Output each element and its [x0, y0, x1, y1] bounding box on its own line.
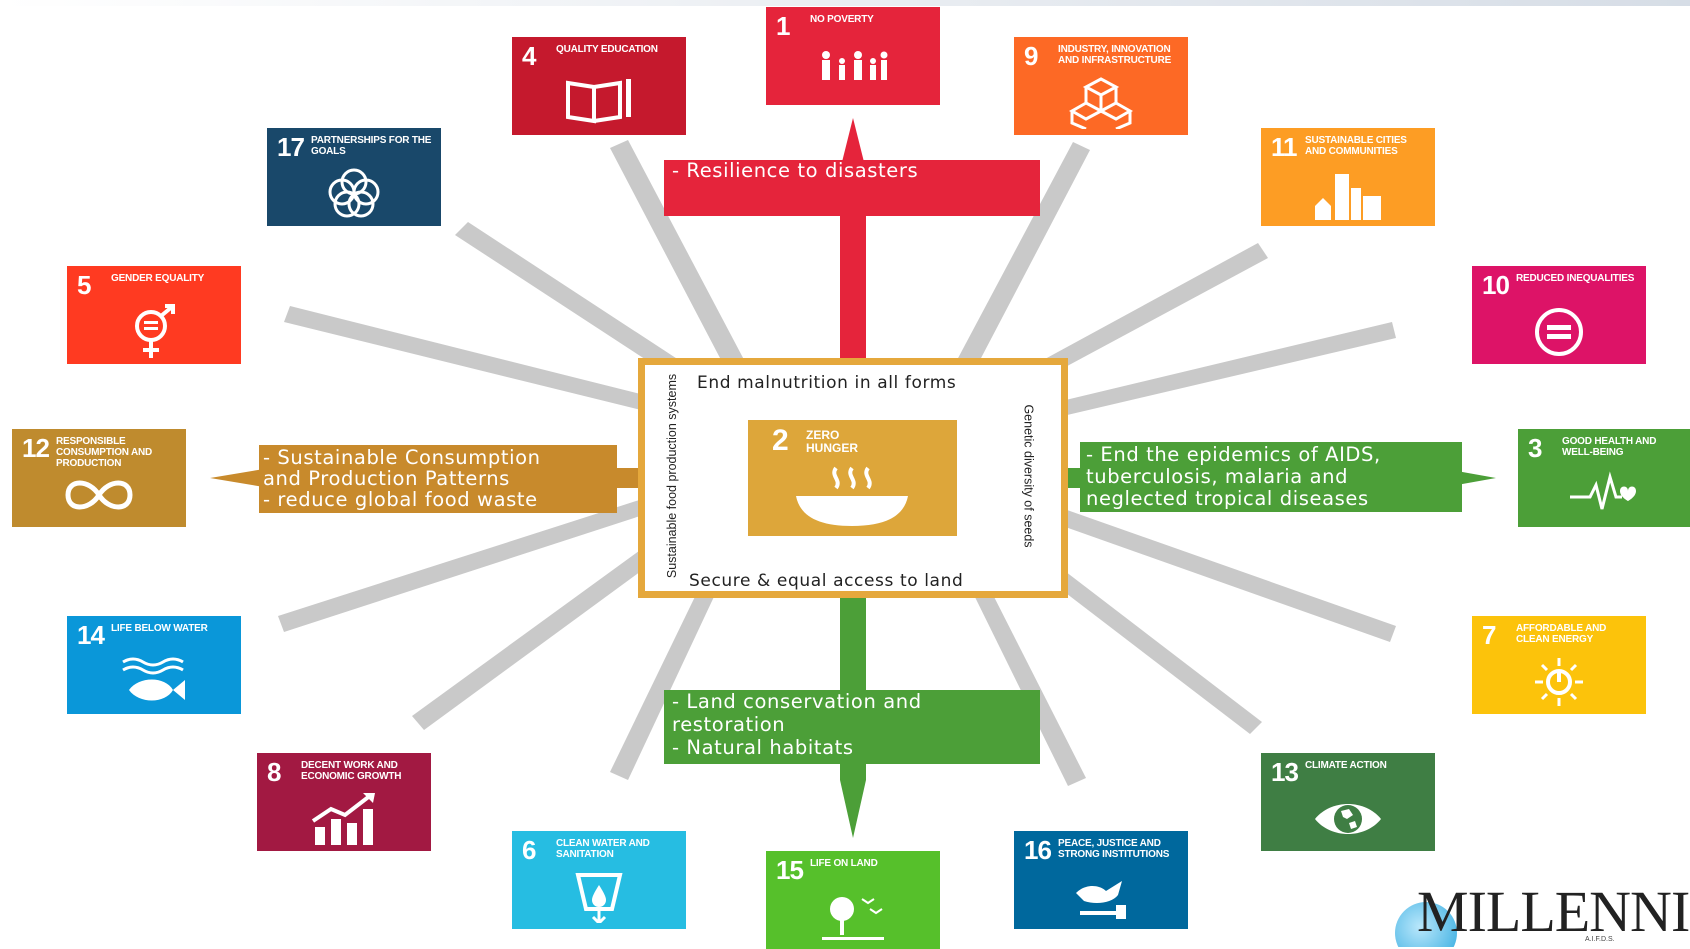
sdg-tile-6: 6 Clean water and sanitation: [512, 831, 686, 929]
sdg-tile-8: 8 Decent work and economic growth: [257, 753, 431, 851]
gender-equality-icon: [119, 304, 189, 358]
callout-sustainable-consumption: - Sustainable Consumption and Production…: [259, 445, 617, 513]
family-icon: [818, 45, 888, 99]
fish-icon: [119, 654, 189, 708]
heartbeat-icon: [1570, 467, 1640, 521]
sdg-tile-1: 1 No poverty: [766, 7, 940, 105]
water-drop-icon: [564, 869, 634, 923]
earth-eye-icon: [1313, 791, 1383, 845]
sdg-tile-12: 12 Responsible consumption and productio…: [12, 429, 186, 527]
sdg-tile-14: 14 Life below water: [67, 616, 241, 714]
frame-bottom-text: Secure & equal access to land: [689, 571, 964, 591]
sdg-tile-5: 5 Gender equality: [67, 266, 241, 364]
sdg-tile-15: 15 Life on land: [766, 851, 940, 949]
callout-land-conservation: - Land conservation and restoration - Na…: [664, 690, 1040, 764]
callout-resilience: - Resilience to disasters: [664, 160, 1040, 216]
sdg-tile-7: 7 Affordable and clean energy: [1472, 616, 1646, 714]
millennium-logo: MILLENNIU A.I.F.D.S.: [1395, 880, 1690, 947]
frame-left-text: Sustainable food production systems: [665, 373, 680, 579]
sdg-tile-10: 10 Reduced inequalities: [1472, 266, 1646, 364]
globe-icon: [1395, 902, 1457, 947]
infinity-icon: [64, 467, 134, 521]
top-gradient-bar: [0, 0, 1690, 6]
rings-icon: [319, 166, 389, 220]
sun-power-icon: [1524, 654, 1594, 708]
dove-gavel-icon: [1066, 869, 1136, 923]
growth-chart-icon: [309, 791, 379, 845]
sdg-tile-2-center: 2 Zero hunger: [748, 420, 957, 536]
sdg-tile-16: 16 Peace, justice and strong institution…: [1014, 831, 1188, 929]
callout-health-epidemics: - End the epidemics of AIDS, tuberculosi…: [1080, 442, 1462, 512]
sdg-tile-9: 9 Industry, innovation and infrastructur…: [1014, 37, 1188, 135]
frame-right-text: Genetic diversity of seeds: [1021, 404, 1036, 548]
bowl-icon: [790, 464, 914, 530]
frame-top-text: End malnutrition in all forms: [697, 373, 957, 393]
sdg-tile-4: 4 Quality education: [512, 37, 686, 135]
sdg-tile-11: 11 Sustainable cities and communities: [1261, 128, 1435, 226]
tree-birds-icon: [818, 889, 888, 943]
book-pencil-icon: [564, 75, 634, 129]
city-icon: [1313, 166, 1383, 220]
equals-circle-icon: [1524, 304, 1594, 358]
sdg-tile-13: 13 Climate action: [1261, 753, 1435, 851]
sdg-tile-17: 17 Partnerships for the goals: [267, 128, 441, 226]
cubes-icon: [1066, 75, 1136, 129]
sdg-tile-3: 3 Good health and well-being: [1518, 429, 1690, 527]
